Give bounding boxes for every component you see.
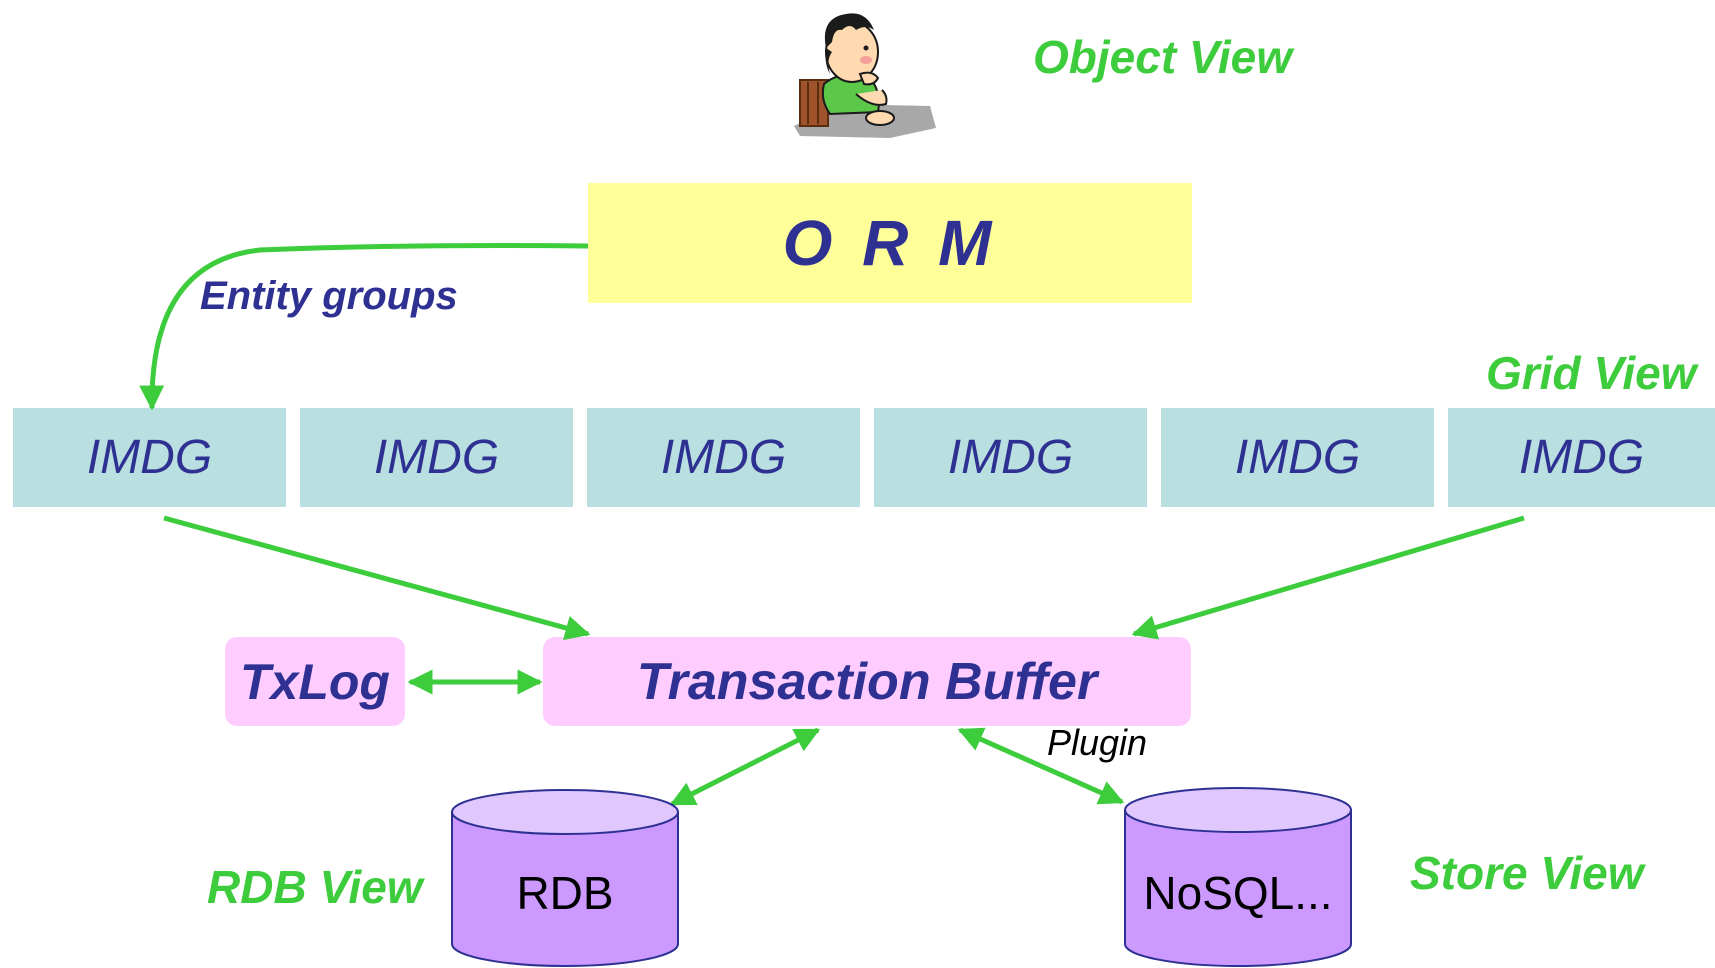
txlog-label: TxLog [240,653,390,710]
imdg-to-buffer-arrow-left [163,515,591,641]
imdg-to-buffer-arrow-right [1131,515,1525,640]
orm-label: O R M [782,207,998,279]
imdg-node: IMDG [1161,408,1434,507]
store-view-label: Store View [1410,847,1644,899]
entity-groups-label: Entity groups [200,274,458,318]
imdg-node: IMDG [300,408,573,507]
rdb-view-label: RDB View [207,861,423,913]
imdg-node: IMDG [874,408,1147,507]
imdg-node-label: IMDG [373,431,500,484]
grid-view-label: Grid View [1486,347,1697,399]
rdb-cylinder [451,789,679,967]
buffer-nosql-arrow [957,727,1125,805]
nosql-cylinder [1124,787,1352,967]
entity-groups-arrow [139,243,589,411]
imdg-node-label: IMDG [947,431,1074,484]
object-view-label: Object View [1033,31,1293,83]
rdb-store-label: RDB [516,867,614,919]
imdg-grid: IMDG IMDG IMDG IMDG IMDG IMDG [13,408,1715,507]
imdg-node: IMDG [13,408,286,507]
orm-box: O R M [588,183,1192,303]
nosql-store-label: NoSQL... [1143,867,1333,919]
imdg-node-label: IMDG [660,431,787,484]
imdg-node-label: IMDG [1518,431,1645,484]
transaction-buffer-label: Transaction Buffer [636,652,1098,711]
thinking-person-icon [794,13,936,138]
imdg-node: IMDG [587,408,860,507]
buffer-rdb-arrow [669,727,821,807]
imdg-node-label: IMDG [86,431,213,484]
txlog-box: TxLog [225,637,405,726]
imdg-node-label: IMDG [1234,431,1361,484]
imdg-node: IMDG [1448,408,1715,507]
transaction-buffer-box: Transaction Buffer [543,637,1191,726]
